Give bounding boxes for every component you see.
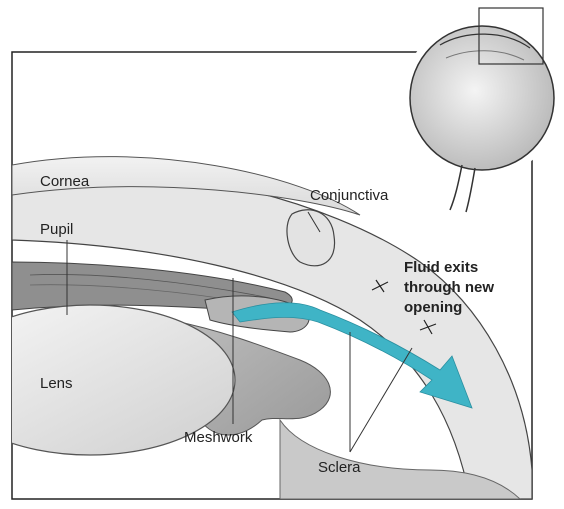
label-cornea: Cornea — [40, 174, 89, 189]
fluid-exit-callout: Fluid exits through new opening — [404, 258, 494, 318]
label-conjunctiva: Conjunctiva — [310, 188, 388, 203]
label-sclera: Sclera — [318, 460, 361, 475]
label-lens: Lens — [40, 376, 73, 391]
fluid-callout-line-2: through new — [404, 278, 494, 298]
label-pupil: Pupil — [40, 222, 73, 237]
fluid-callout-line-3: opening — [404, 298, 494, 318]
fluid-callout-line-1: Fluid exits — [404, 258, 494, 278]
eyeball-inset — [410, 26, 554, 170]
label-meshwork: Meshwork — [184, 430, 252, 445]
